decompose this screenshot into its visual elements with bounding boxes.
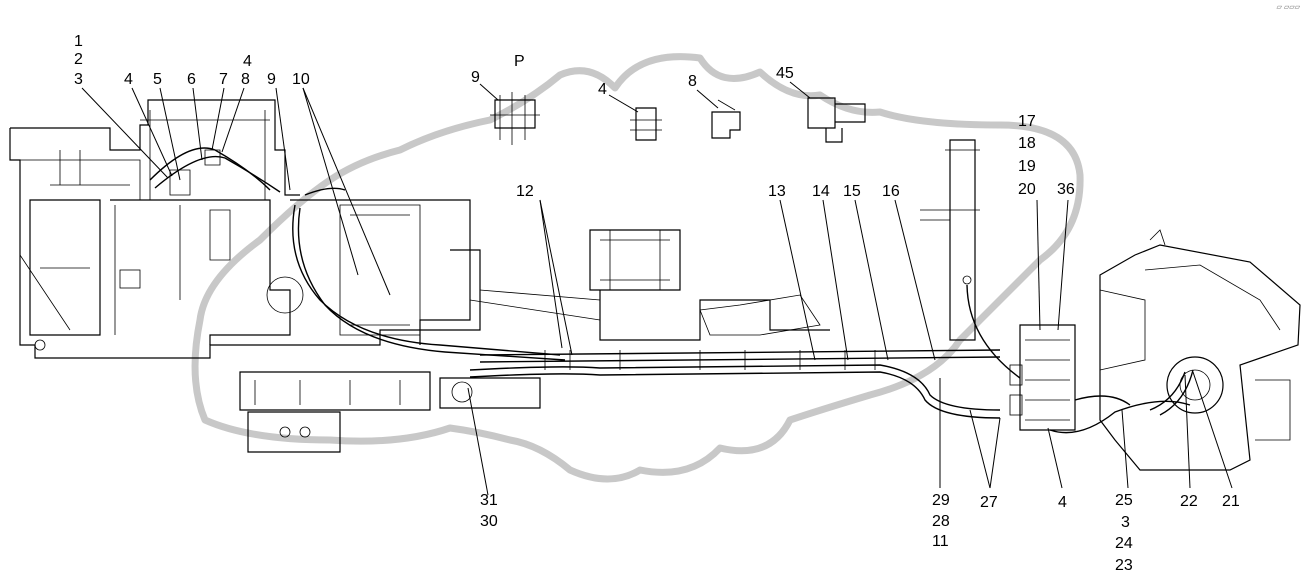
callout-labels: 1 2 3 4 5 6 7 4 8 9 10 9 P 4 8 45 17 18 … (74, 33, 1240, 574)
watermark-gear (191, 53, 1084, 483)
label-30: 30 (480, 513, 498, 530)
label-4d: 4 (1058, 494, 1067, 511)
label-2: 2 (74, 51, 83, 68)
label-13: 13 (768, 183, 786, 200)
label-22: 22 (1180, 493, 1198, 510)
central-assembly (450, 229, 830, 341)
right-column (920, 139, 1021, 379)
label-P: P (514, 53, 525, 70)
label-4c: 4 (598, 81, 607, 98)
label-15: 15 (843, 183, 861, 200)
label-8: 8 (241, 71, 250, 88)
label-29: 29 (932, 492, 950, 509)
label-45: 45 (776, 65, 794, 82)
label-8b: 8 (688, 73, 697, 90)
lower-gearbox (239, 371, 541, 453)
label-10: 10 (292, 71, 310, 88)
label-3b: 3 (1121, 514, 1130, 531)
corner-watermark-logo: ▱ ▱▱▱ (1276, 4, 1300, 11)
detail-parts (630, 97, 866, 143)
label-16: 16 (882, 183, 900, 200)
label-1: 1 (74, 33, 83, 50)
label-7: 7 (219, 71, 228, 88)
main-tube-bundle (469, 349, 1001, 419)
label-25: 25 (1115, 492, 1133, 509)
label-11: 11 (932, 533, 949, 550)
label-14: 14 (812, 183, 830, 200)
label-3: 3 (74, 71, 83, 88)
label-17: 17 (1018, 113, 1036, 130)
label-24: 24 (1115, 535, 1133, 552)
leader-lines (81, 81, 1233, 496)
label-28: 28 (932, 513, 950, 530)
detail-P (490, 92, 540, 145)
label-9b: 9 (471, 69, 480, 86)
label-31: 31 (480, 492, 498, 509)
label-36: 36 (1057, 181, 1075, 198)
label-4: 4 (124, 71, 133, 88)
label-23: 23 (1115, 557, 1133, 574)
label-5: 5 (153, 71, 162, 88)
left-frame (9, 99, 471, 359)
label-12: 12 (516, 183, 534, 200)
label-20: 20 (1018, 181, 1036, 198)
label-9: 9 (267, 71, 276, 88)
label-19: 19 (1018, 158, 1036, 175)
valve-block (1009, 324, 1191, 434)
left-hoses (149, 147, 566, 361)
label-4b: 4 (243, 53, 252, 70)
label-18: 18 (1018, 135, 1036, 152)
label-6: 6 (187, 71, 196, 88)
label-21: 21 (1222, 493, 1240, 510)
right-housing (1099, 229, 1301, 471)
label-27: 27 (980, 494, 998, 511)
